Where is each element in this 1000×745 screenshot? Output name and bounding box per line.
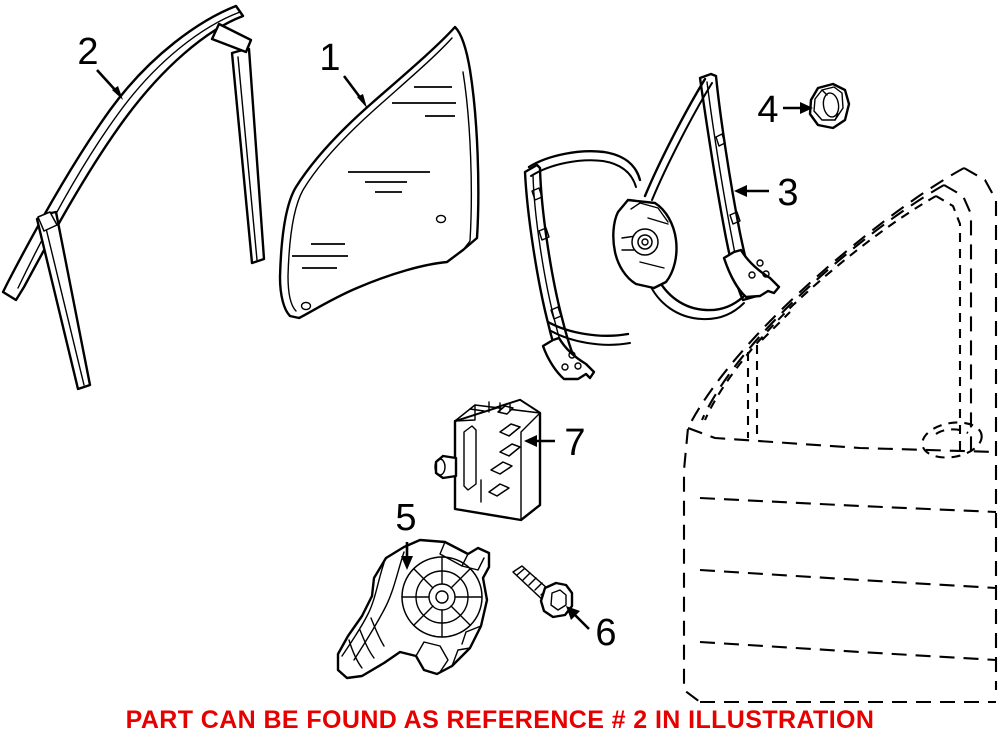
part-5-window-motor	[336, 538, 491, 680]
callout-leaders	[96, 69, 813, 630]
part-2-window-run-channel	[1, 4, 266, 391]
callout-number-1: 1	[319, 37, 340, 79]
reference-caption: PART CAN BE FOUND AS REFERENCE # 2 IN IL…	[125, 706, 875, 734]
callout-number-7: 7	[564, 422, 585, 464]
callout-number-5: 5	[395, 497, 416, 539]
part-4-flange-nut	[808, 82, 851, 130]
callout-number-6: 6	[595, 612, 616, 654]
part-7-control-module	[434, 398, 542, 522]
callout-number-3: 3	[777, 172, 798, 214]
callout-number-2: 2	[77, 31, 98, 73]
part-3-window-regulator	[523, 72, 781, 381]
door-shell-phantom	[682, 167, 998, 704]
part-1-door-glass	[278, 25, 480, 320]
callout-numbers: 1 2 3 4 5 6 7	[77, 31, 798, 654]
callout-number-4: 4	[757, 89, 778, 131]
part-6-mounting-screw	[512, 565, 574, 619]
